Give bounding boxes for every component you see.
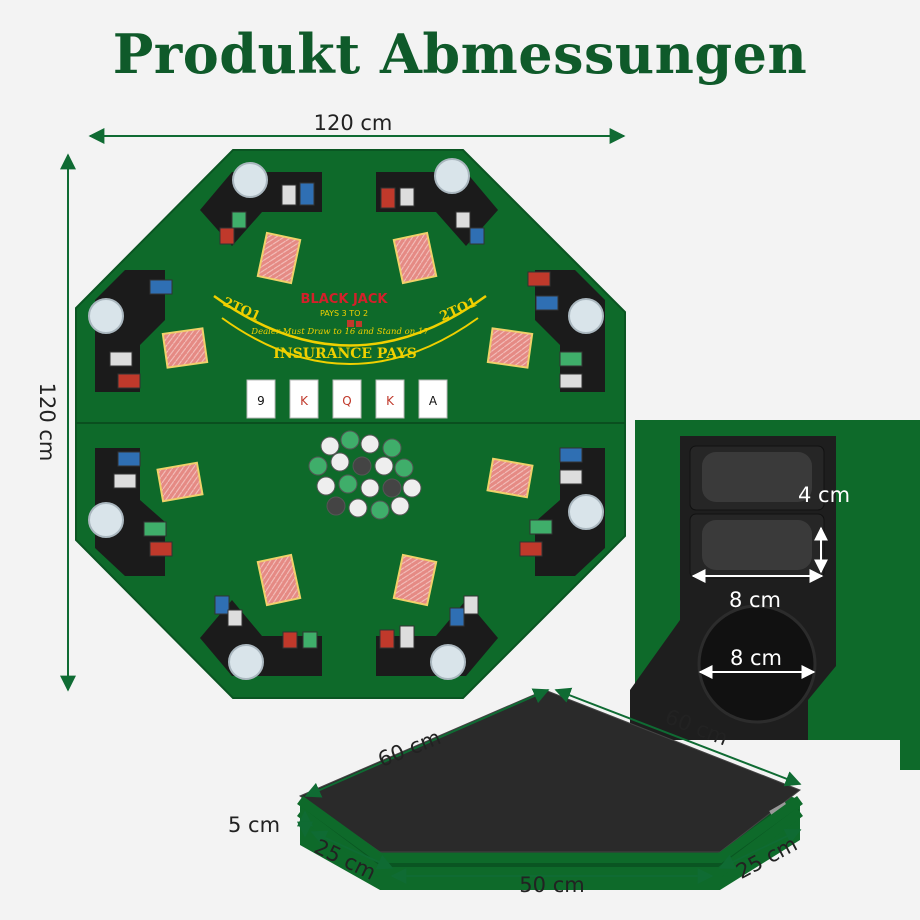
holder-height-label: 4 cm (798, 483, 850, 507)
dice-icon (356, 321, 362, 327)
cup-holders (88, 158, 604, 680)
cup-diameter-label: 8 cm (730, 646, 782, 670)
insurance-text: INSURANCE PAYS (273, 346, 416, 362)
bottom-edge-label: 50 cm (519, 873, 584, 897)
blackjack-pays: PAYS 3 TO 2 (320, 309, 368, 318)
tray-closeup: 4 cm 8 cm 8 cm (630, 420, 920, 770)
folded-panel: 60 cm 60 cm 5 cm 25 cm 25 cm 50 cm (228, 687, 803, 897)
holder-width-label: 8 cm (729, 588, 781, 612)
blackjack-print: BLACK JACK PAYS 3 TO 2 Dealer Must Draw … (213, 292, 487, 365)
width-label: 120 cm (314, 111, 393, 135)
page-title: Produkt Abmessungen (112, 22, 808, 86)
card-3: Q (342, 394, 351, 408)
dealt-cards: 9 K Q K A (246, 379, 448, 419)
blackjack-rule: Dealer Must Draw to 16 and Stand on 17 (250, 327, 429, 337)
dice-icon (347, 320, 354, 327)
height-dimension: 120 cm (35, 153, 76, 692)
card-2: K (300, 394, 309, 408)
player-card-spots (156, 231, 534, 607)
poker-table-top: BLACK JACK PAYS 3 TO 2 Dealer Must Draw … (75, 149, 626, 699)
thickness-label: 5 cm (228, 813, 280, 837)
card-4: K (386, 394, 395, 408)
chip-stacks (109, 182, 583, 649)
card-1: 9 (257, 394, 265, 408)
card-5: A (429, 394, 438, 408)
width-dimension: 120 cm (88, 111, 626, 144)
blackjack-title: BLACK JACK (301, 292, 389, 307)
height-label: 120 cm (35, 383, 59, 462)
chip-pile (308, 430, 422, 520)
